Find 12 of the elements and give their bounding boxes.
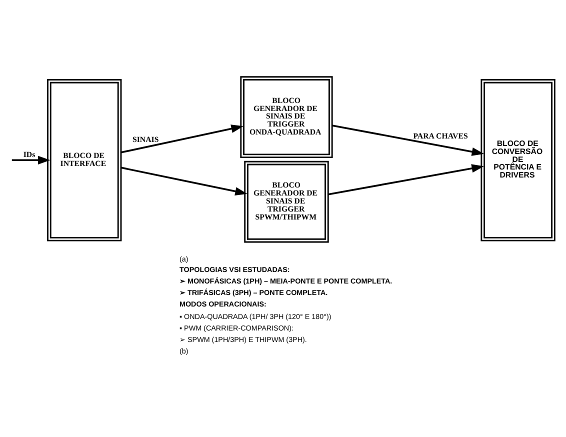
node-box: BLOCO DE CONVERSÃO DE POTÊNCIA E DRIVERS <box>480 79 556 242</box>
node-box: BLOCO GENERADOR DE SINAIS DE TRIGGER ONDA-QUADRADA <box>240 76 333 158</box>
arrow <box>121 166 248 196</box>
arrow <box>328 164 484 196</box>
edge-label: SINAIS <box>132 135 159 144</box>
node-box: BLOCO GENERADOR DE SINAIS DE TRIGGER SPWM/THIPWM <box>244 160 329 243</box>
node-box: BLOCO DE INTERFACE <box>47 79 122 242</box>
edge-label: PARA CHAVES <box>413 131 468 140</box>
arrow <box>121 124 244 154</box>
edge-label: IDs <box>23 150 36 160</box>
arrow <box>332 124 484 156</box>
arrow <box>12 156 50 164</box>
